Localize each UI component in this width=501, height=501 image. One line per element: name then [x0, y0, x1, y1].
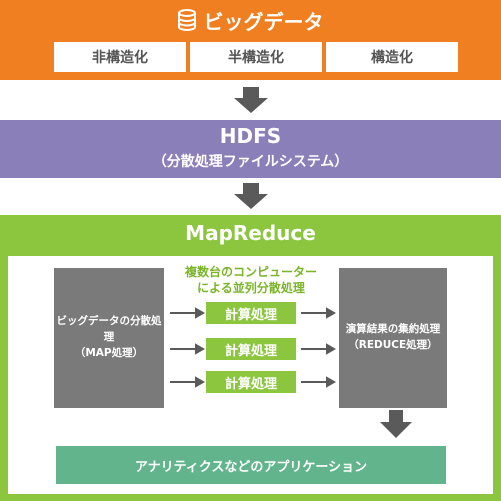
- down-arrow-icon: [380, 410, 412, 438]
- right-arrow-icon: [195, 376, 206, 388]
- database-icon: [177, 9, 196, 31]
- reduce-process-box: 演算結果の集約処理 （REDUCE処理）: [339, 268, 447, 408]
- hdfs-subtitle: （分散処理ファイルシステム）: [152, 154, 349, 170]
- parallel-label-line2: による並列分散処理: [197, 281, 305, 296]
- bigdata-title: ビッグデータ: [203, 9, 324, 34]
- compute-box-1: 計算処理: [206, 302, 296, 324]
- parallel-processing-label: 複数台のコンピューター による並列分散処理: [165, 264, 337, 296]
- parallel-label-line1: 複数台のコンピューター: [184, 265, 317, 279]
- map-process-label: ビッグデータの分散処理: [56, 315, 162, 344]
- bigdata-header: ビッグデータ: [0, 6, 501, 34]
- mapreduce-title: MapReduce: [185, 221, 316, 245]
- down-arrow-icon: [234, 183, 268, 209]
- category-semistructured: 半構造化: [190, 42, 322, 72]
- right-arrow-icon: [195, 307, 206, 319]
- compute-box-2: 計算処理: [206, 338, 296, 360]
- applications-box: アナリティクスなどのアプリケーション: [56, 446, 446, 484]
- right-arrow-icon: [195, 343, 206, 355]
- right-arrow-icon: [326, 376, 337, 388]
- category-unstructured: 非構造化: [54, 42, 186, 72]
- down-arrow-icon: [234, 87, 268, 113]
- right-arrow-icon: [326, 307, 337, 319]
- compute-box-3: 計算処理: [206, 371, 296, 393]
- map-process-sublabel: （MAP処理）: [74, 346, 144, 359]
- hdfs-band: HDFS （分散処理ファイルシステム）: [0, 120, 501, 178]
- category-structured: 構造化: [326, 42, 458, 72]
- reduce-process-sublabel: （REDUCE処理）: [348, 339, 438, 351]
- reduce-process-label: 演算結果の集約処理: [345, 323, 441, 336]
- hdfs-title: HDFS: [219, 124, 282, 148]
- map-process-box: ビッグデータの分散処理 （MAP処理）: [54, 268, 164, 408]
- right-arrow-icon: [326, 343, 337, 355]
